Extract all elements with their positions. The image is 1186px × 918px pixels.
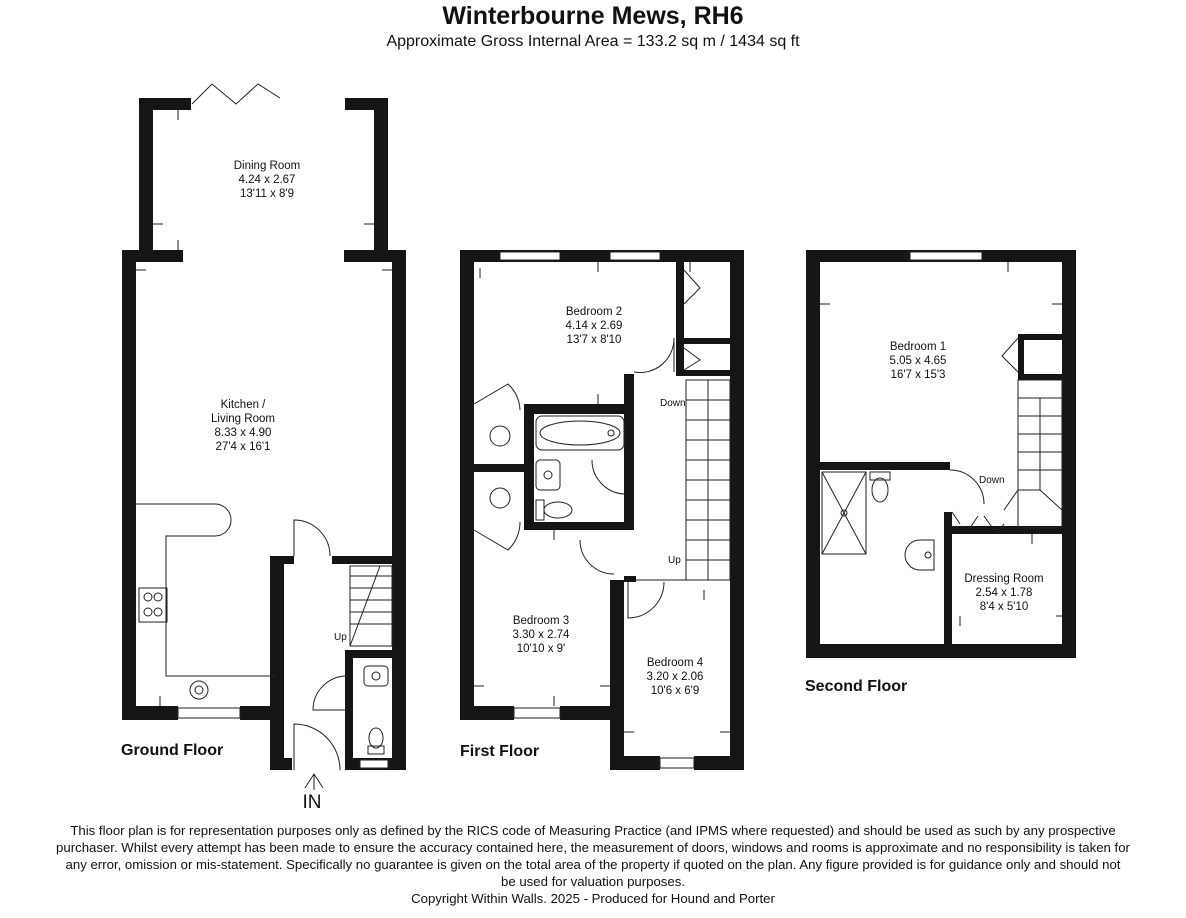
second-floor-plan: [806, 250, 1076, 658]
bedroom3-metric: 3.30 x 2.74: [513, 629, 571, 641]
copyright-line: Copyright Within Walls. 2025 - Produced …: [411, 891, 775, 906]
kitchen-metric: 8.33 x 4.90: [215, 427, 272, 439]
bedroom3-name: Bedroom 3: [513, 615, 569, 627]
ground-floor-plan: [122, 83, 406, 790]
ground-stairs-up-label: Up: [334, 632, 347, 643]
bedroom4-metric: 3.20 x 2.06: [647, 671, 704, 683]
bedroom1-metric: 5.05 x 4.65: [890, 355, 947, 367]
first-stairs-down-label: Down: [660, 398, 686, 409]
plan-title: Winterbourne Mews, RH6: [442, 2, 744, 30]
dressing-room-imperial: 8'4 x 5'10: [980, 601, 1029, 613]
first-floor-label: First Floor: [460, 743, 539, 760]
dressing-room-name: Dressing Room: [964, 573, 1043, 585]
dressing-room-metric: 2.54 x 1.78: [976, 587, 1033, 599]
dining-room-imperial: 13'11 x 8'9: [240, 188, 294, 200]
bedroom3-imperial: 10'10 x 9': [517, 643, 566, 655]
bedroom1-imperial: 16'7 x 15'3: [891, 369, 946, 381]
first-floor-plan: [460, 250, 744, 770]
bedroom1-name: Bedroom 1: [890, 341, 946, 353]
dining-room-metric: 4.24 x 2.67: [239, 174, 296, 186]
ground-floor-label: Ground Floor: [121, 742, 223, 759]
disclaimer-line: This floor plan is for representation pu…: [70, 823, 1116, 838]
bedroom4-name: Bedroom 4: [647, 657, 704, 669]
bedroom2-metric: 4.14 x 2.69: [566, 320, 623, 332]
plan-subtitle: Approximate Gross Internal Area = 133.2 …: [386, 33, 800, 50]
dining-room-name: Dining Room: [234, 160, 300, 172]
kitchen-name-line2: Living Room: [211, 413, 275, 425]
disclaimer: This floor plan is for representation pu…: [0, 822, 1186, 907]
bedroom2-name: Bedroom 2: [566, 306, 622, 318]
first-stairs-up-label: Up: [668, 555, 681, 566]
disclaimer-line: be used for valuation purposes.: [500, 874, 685, 889]
second-floor-label: Second Floor: [805, 678, 907, 695]
second-stairs-down-label: Down: [979, 475, 1005, 486]
disclaimer-line: any error, omission or mis-statement. Sp…: [65, 857, 1121, 872]
bedroom2-imperial: 13'7 x 8'10: [567, 334, 622, 346]
disclaimer-line: purchaser. Whilst every attempt has been…: [56, 840, 1130, 855]
kitchen-imperial: 27'4 x 16'1: [216, 441, 271, 453]
kitchen-name-line1: Kitchen /: [221, 399, 267, 411]
bedroom4-imperial: 10'6 x 6'9: [651, 685, 700, 697]
entrance-label: IN: [303, 792, 322, 813]
